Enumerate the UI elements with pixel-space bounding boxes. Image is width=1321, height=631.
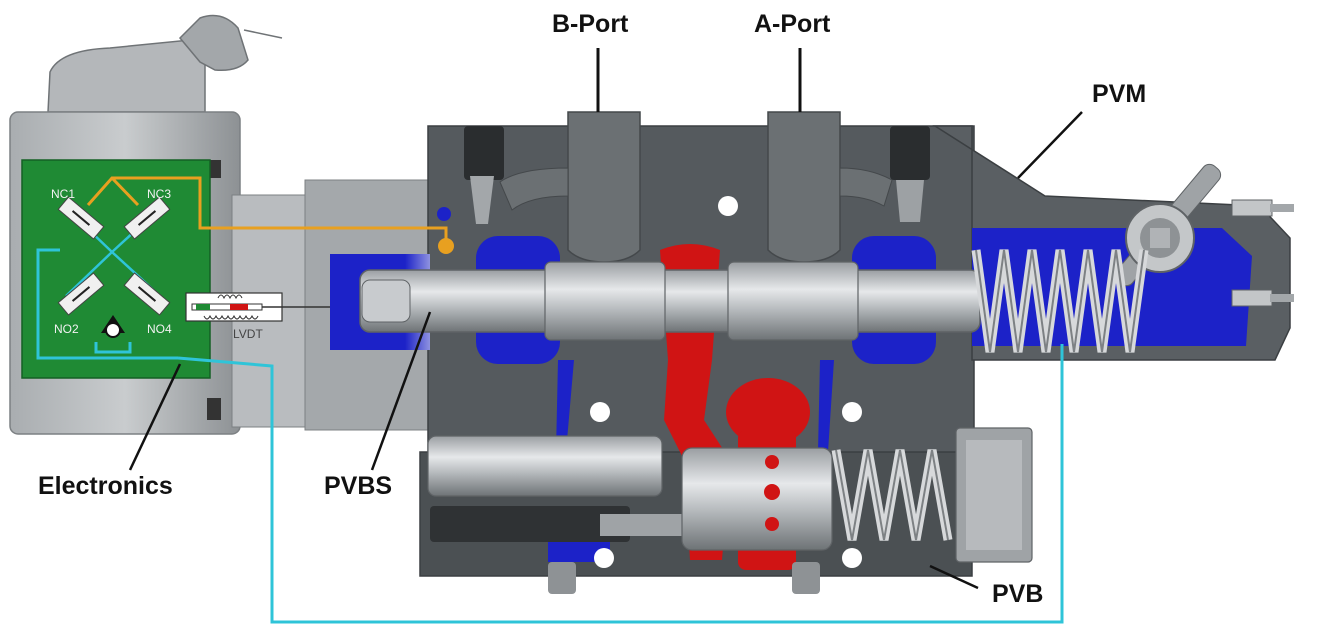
pvb-label: PVB: [992, 580, 1044, 608]
solenoid-valve-nc1: [57, 196, 105, 240]
compensator-spool: [427, 427, 1033, 594]
valve-label-no4: NO4: [147, 322, 172, 336]
pvm-label: PVM: [1092, 80, 1147, 108]
valve-label-nc3: NC3: [147, 187, 172, 201]
port-channels: [464, 111, 930, 263]
solenoid-valve-nc3: [123, 196, 171, 240]
lvdt-label: LVDT: [233, 327, 263, 341]
b-port-label: B-Port: [552, 10, 629, 38]
callout-leaders: [128, 48, 1083, 590]
solenoid-valve-no2: [57, 272, 105, 316]
adjust-bolts: [1231, 199, 1294, 307]
solenoid-valve-no4: [123, 272, 171, 316]
electronics-label: Electronics: [38, 472, 173, 500]
lvdt-sensor: [185, 292, 362, 322]
pvbs-label: PVBS: [324, 472, 393, 500]
pilot-signal-line: [240, 226, 454, 254]
bolt-holes: [590, 196, 862, 568]
main-spool-pvbs: [359, 249, 1149, 353]
valve-label-nc1: NC1: [51, 187, 76, 201]
a-port-label: A-Port: [754, 10, 831, 38]
pcb-board: [21, 159, 240, 379]
check-valve-icon: [101, 315, 125, 338]
valve-label-no2: NO2: [54, 322, 79, 336]
centering-spring: [971, 249, 1149, 353]
feedback-line: [177, 344, 1064, 624]
